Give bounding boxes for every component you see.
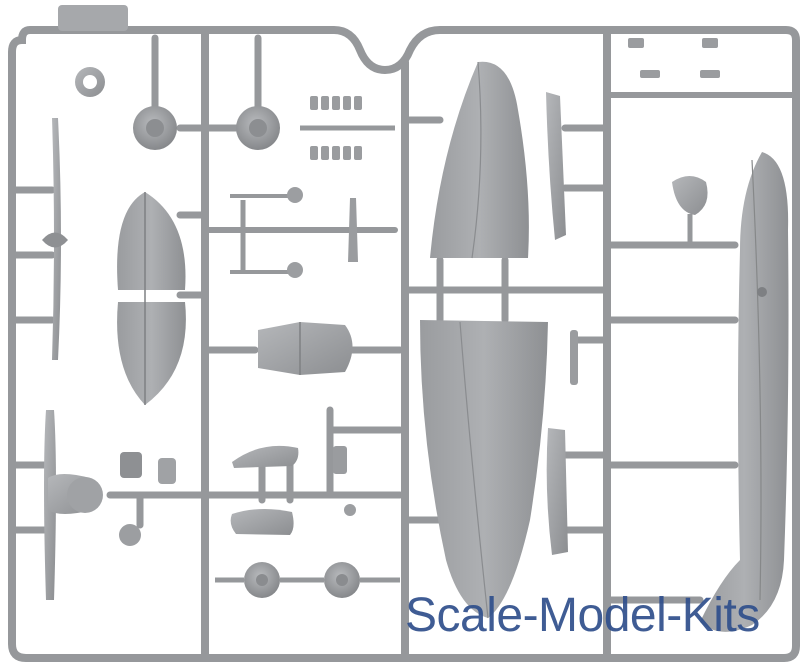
watermark-text: Scale-Model-Kits (405, 589, 760, 642)
sprue-tab (58, 5, 128, 31)
frame-outer (7, 26, 800, 662)
parts-center (119, 322, 400, 598)
parts-fuselage (628, 38, 789, 632)
parts-top-center (133, 96, 395, 278)
parts-left-column (42, 67, 186, 600)
sprue-gates (10, 34, 739, 604)
parts-wings (420, 61, 578, 619)
